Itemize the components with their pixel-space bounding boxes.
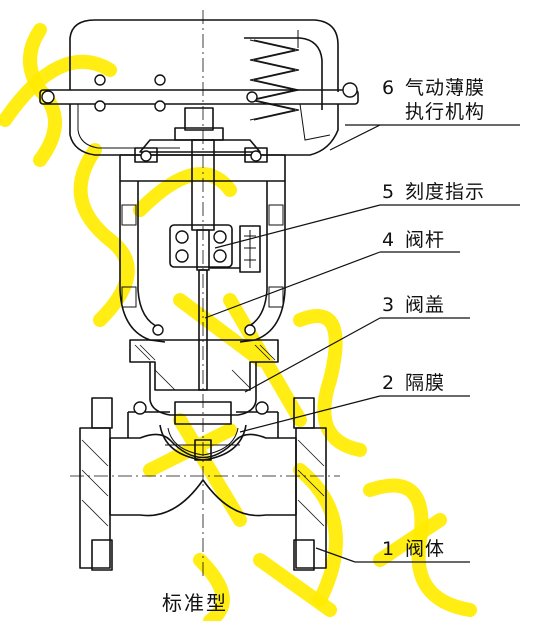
part-5-number: 5 xyxy=(382,181,395,203)
part-5-name: 刻度指示 xyxy=(405,181,485,203)
part-6-number: 6 xyxy=(382,77,395,99)
diaphragm xyxy=(159,401,247,461)
part-6-name: 气动薄膜 xyxy=(405,77,485,99)
part-3-name: 阀盖 xyxy=(405,294,445,316)
part-4-number: 4 xyxy=(382,229,395,251)
part-2-number: 2 xyxy=(382,372,395,394)
part-labels: 6 气动薄膜 执行机构 5 刻度指示 4 阀杆 3 阀盖 2 隔膜 1 阀体 xyxy=(382,77,485,560)
bonnet xyxy=(129,324,279,416)
part-4-name: 阀杆 xyxy=(405,229,445,251)
part-6-name-line2: 执行机构 xyxy=(405,101,485,123)
scale-indicator xyxy=(210,225,261,273)
part-3-number: 3 xyxy=(382,294,395,316)
leader-lines xyxy=(204,124,520,563)
valve-body xyxy=(70,397,340,571)
watermark xyxy=(0,23,477,621)
part-2-name: 隔膜 xyxy=(405,372,445,394)
part-1-number: 1 xyxy=(382,538,395,560)
actuator xyxy=(39,19,359,156)
figure-caption: 标准型 xyxy=(162,591,228,615)
valve-stem xyxy=(169,10,233,580)
part-1-name: 阀体 xyxy=(405,538,445,560)
